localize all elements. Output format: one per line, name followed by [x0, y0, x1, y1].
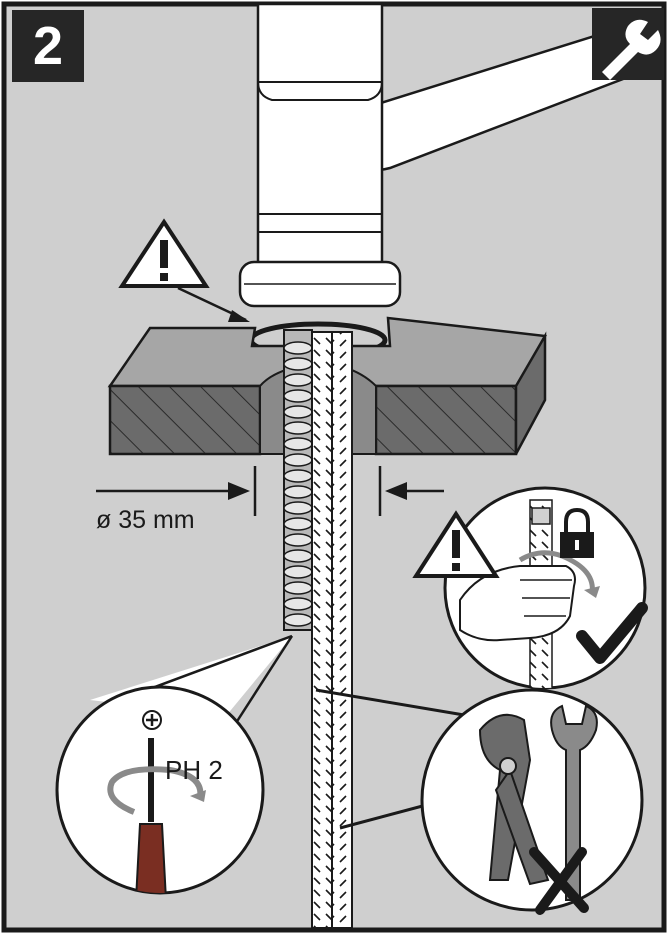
x-mark-icon	[529, 847, 589, 915]
hole-diameter-label: ø 35 mm	[96, 506, 195, 534]
screwdriver-bit-label: PH 2	[165, 755, 223, 785]
phillips-head-icon	[142, 710, 162, 730]
hose-warning-triangle-icon	[412, 510, 500, 578]
no-tools-callout	[420, 688, 644, 915]
checkmark-icon	[576, 602, 648, 664]
warning-triangle-icon	[118, 218, 210, 288]
screwdriver-callout	[55, 634, 294, 895]
hand-tighten-callout	[443, 486, 648, 690]
faucet	[238, 2, 638, 359]
step-number-badge: 2	[12, 10, 84, 82]
hoses	[283, 329, 353, 929]
wrench-icon	[592, 8, 664, 80]
diameter-dimension	[96, 466, 444, 516]
lock-icon	[560, 507, 594, 558]
